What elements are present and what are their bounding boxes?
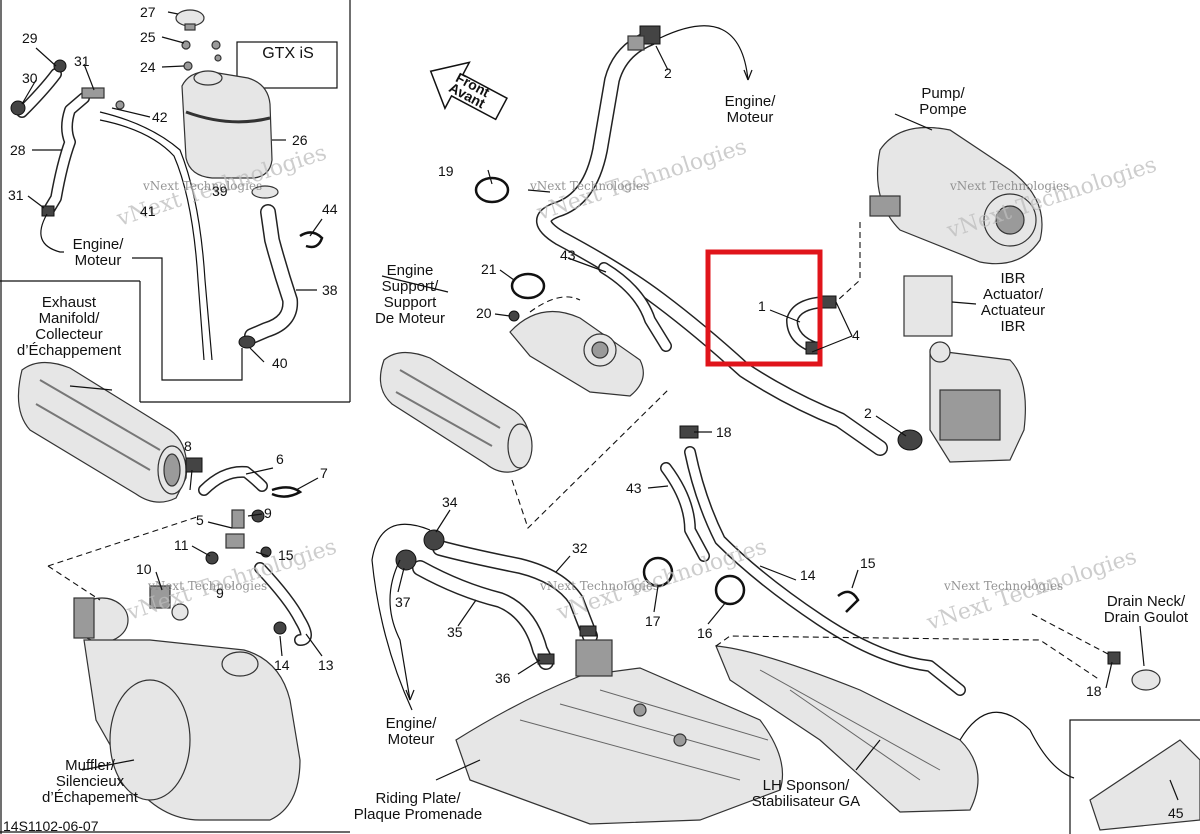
part-36: 36 — [495, 670, 511, 686]
part-25: 25 — [140, 29, 156, 45]
gtx-is-box — [236, 41, 338, 89]
part-20-b: 18 — [1086, 683, 1102, 699]
part-45: 45 — [1168, 805, 1184, 821]
riding-plate-hoses — [371, 523, 598, 711]
dashed-leaders-left — [47, 389, 669, 601]
svg-text:vNext Technologies: vNext Technologies — [943, 579, 1063, 593]
part-12: 11 — [174, 537, 189, 553]
part-38: 38 — [322, 282, 338, 298]
part-16: 14 — [800, 567, 816, 583]
part-39: 39 — [212, 183, 228, 199]
part-11: 10 — [136, 561, 152, 577]
part-2-b: 2 — [864, 405, 872, 421]
part-35: 35 — [447, 624, 463, 640]
part-14: 14 — [274, 657, 290, 673]
part-43-a: 43 — [560, 247, 576, 263]
part-number-labels: 27 25 24 26 29 30 28 31 31 42 39 41 44 3… — [8, 4, 1184, 821]
svg-text:vNext Technologies: vNext Technologies — [147, 579, 267, 593]
inset-bottom-right — [959, 711, 1200, 834]
engine-support — [509, 296, 644, 397]
part-2-a: 2 — [664, 65, 672, 81]
part-31-b: 31 — [74, 53, 90, 69]
part-32: 32 — [572, 540, 588, 556]
main-hoses-center — [536, 25, 923, 456]
pump — [837, 126, 1043, 301]
svg-text:vNext Technologies: vNext Technologies — [539, 579, 659, 593]
caption-drain-neck: Drain Neck/Drain Goulot — [1104, 593, 1189, 626]
part-30: 30 — [22, 70, 38, 86]
caption-engine-bottom: Engine/Moteur — [386, 715, 438, 748]
part-10: 9 — [216, 585, 224, 601]
muffler — [73, 597, 301, 821]
part-34: 34 — [442, 494, 458, 510]
hose-1 — [786, 295, 837, 355]
part-29: 29 — [22, 30, 38, 46]
part-21: 19 — [438, 163, 454, 179]
caption-pump: Pump/Pompe — [919, 85, 967, 118]
part-27: 27 — [140, 4, 156, 20]
part-43-b: 43 — [626, 480, 642, 496]
part-28: 28 — [10, 142, 26, 158]
part-17: 15 — [860, 555, 876, 571]
ibr-actuator — [903, 275, 1026, 463]
svg-text:vNext Technologies: vNext Technologies — [529, 179, 649, 193]
captions: GTX iS Engine/Moteur Engine/Moteur Engin… — [17, 45, 1189, 823]
part-42: 42 — [152, 109, 168, 125]
caption-engine-left: Engine/Moteur — [73, 236, 125, 269]
coolant-tank-area — [10, 9, 324, 381]
part-4: 4 — [852, 327, 860, 343]
hoses-center-bottom — [660, 425, 966, 696]
part-19: 17 — [645, 613, 661, 629]
svg-text:vNext Technologies: vNext Technologies — [949, 179, 1069, 193]
part-6: 6 — [276, 451, 284, 467]
part-9: 9 — [264, 505, 272, 521]
highlight-box — [705, 249, 823, 367]
caption-riding-plate: Riding Plate/Plaque Promenade — [354, 790, 482, 823]
part-1: 1 — [758, 298, 766, 314]
footer-code: 14S1102-06-07 — [3, 818, 99, 834]
caption-engine-top: Engine/Moteur — [725, 93, 777, 126]
part-7: 7 — [320, 465, 328, 481]
part-44: 44 — [322, 201, 338, 217]
part-23: 21 — [481, 261, 497, 277]
small-hoses-left — [149, 457, 312, 646]
exhaust-manifold-center — [379, 351, 533, 473]
part-5: 5 — [196, 512, 204, 528]
part-40: 40 — [272, 355, 288, 371]
part-26: 26 — [292, 132, 308, 148]
left-panel-frames — [0, 0, 351, 834]
part-15: 15 — [278, 547, 294, 563]
part-41: 41 — [140, 203, 156, 219]
caption-lh-sponson: LH Sponson/Stabilisateur GA — [752, 777, 860, 810]
leader-lines — [21, 11, 1179, 801]
svg-text:vNext Technologies: vNext Technologies — [142, 179, 262, 193]
part-18: 16 — [697, 625, 713, 641]
part-22: 20 — [476, 305, 492, 321]
part-13: 13 — [318, 657, 334, 673]
part-20-a: 18 — [716, 424, 732, 440]
riding-plate — [455, 639, 784, 825]
part-24: 24 — [140, 59, 156, 75]
part-37: 37 — [395, 594, 411, 610]
drain-neck — [1031, 613, 1161, 691]
part-31-a: 31 — [8, 187, 24, 203]
exhaust-manifold — [17, 361, 188, 503]
gtx-is-label: GTX iS — [262, 45, 314, 62]
part-8: 8 — [184, 438, 192, 454]
front-arrow — [429, 61, 508, 121]
